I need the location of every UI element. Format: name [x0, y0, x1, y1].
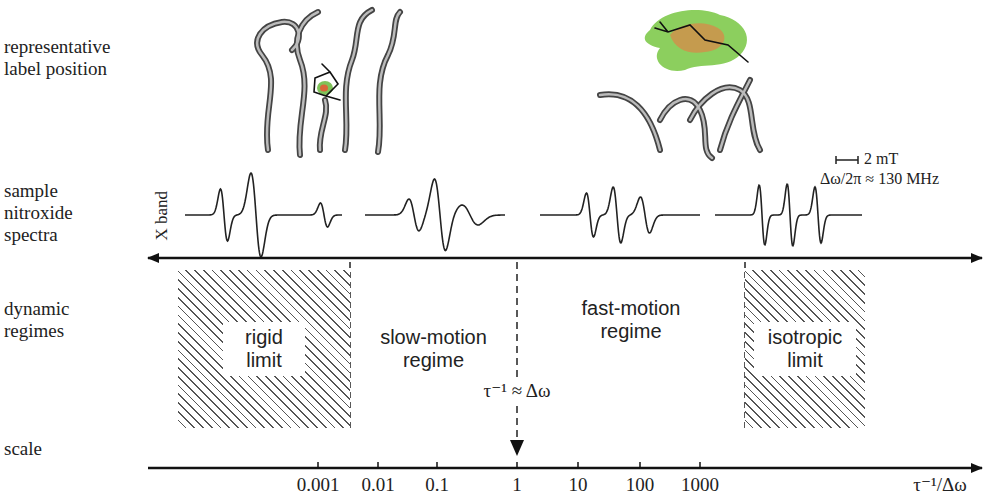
regime-label: fast-motion regime [565, 293, 697, 347]
tick-label: 10 [569, 474, 588, 496]
regime-label: slow-motion regime [368, 322, 500, 376]
regime-band: fast-motion regime [517, 270, 745, 370]
regime-band: slow-motion regime [350, 270, 517, 428]
row-label: sample nitroxide spectra [4, 180, 104, 246]
scale-label: Δω/2π ≈ 130 MHz [820, 170, 939, 188]
regime-label: isotropic limit [754, 322, 856, 376]
limit-band: isotropic limit [745, 270, 865, 428]
limit-band: rigid limit [178, 270, 350, 428]
row-label: representative label position [4, 36, 122, 80]
tick-label: 0.001 [297, 474, 340, 496]
protein-left [257, 10, 400, 155]
regime-label: rigid limit [223, 322, 305, 376]
protein-right [600, 10, 760, 158]
divider [516, 262, 518, 440]
axis-label: τ⁻¹/Δω [913, 474, 966, 496]
scale-axis [148, 467, 982, 470]
tick-label: 0.1 [425, 474, 449, 496]
arrowhead [510, 440, 524, 456]
epr-spectrum [365, 179, 505, 251]
epr-spectrum [540, 187, 700, 243]
band-label: X band [152, 191, 172, 241]
epr-spectrum [185, 173, 342, 257]
scale-bar [836, 156, 858, 164]
ticks [318, 462, 700, 468]
crossover-label: τ⁻¹ ≈ Δω [480, 378, 555, 404]
axis-arrow [148, 257, 982, 260]
tick-label: 1 [512, 474, 522, 496]
row-label: dynamic regimes [4, 298, 104, 342]
epr-spectrum [715, 184, 862, 246]
scale-label: 2 mT [864, 150, 898, 168]
spectra [185, 173, 862, 257]
tick-label: 1000 [681, 474, 719, 496]
tick-label: 0.01 [361, 474, 394, 496]
row-label: scale [4, 438, 42, 460]
tick-label: 100 [626, 474, 655, 496]
